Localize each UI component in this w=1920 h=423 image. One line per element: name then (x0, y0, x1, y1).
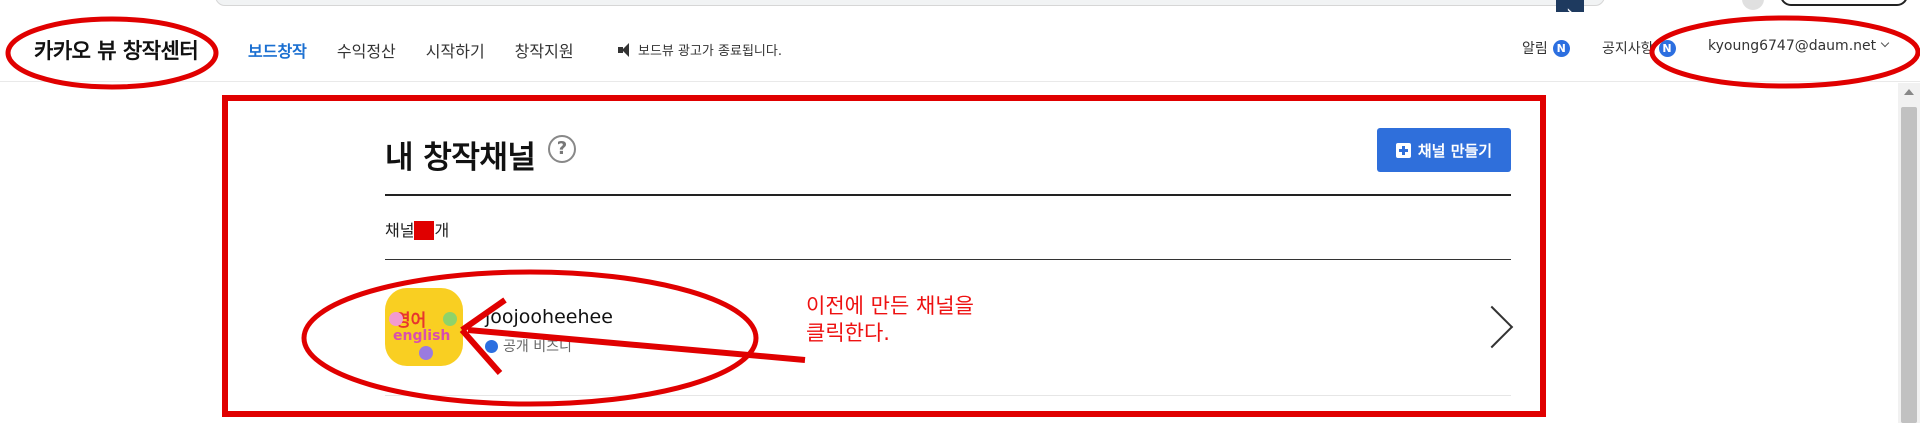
help-question-icon[interactable]: ? (548, 135, 576, 163)
notice-text: 보드뷰 광고가 종료됩니다. (638, 44, 782, 59)
character-icon (419, 346, 433, 360)
speaker-icon (618, 42, 632, 57)
scroll-up-arrow-icon[interactable] (1904, 89, 1914, 95)
thumbnail-text-bottom: english (393, 328, 451, 344)
plus-icon (1395, 142, 1411, 158)
top-navigation-bar: 카카오 뷰 창작센터 보드창작 수익정산 시작하기 창작지원 보드뷰 광고가 종… (0, 12, 1920, 82)
channel-name[interactable]: joojooheehee (485, 306, 613, 328)
channel-thumbnail[interactable]: 영어 english (385, 288, 463, 366)
channel-status: 공개 비즈니 (485, 336, 572, 356)
divider (385, 259, 1511, 260)
main-nav: 보드창작 수익정산 시작하기 창작지원 (248, 38, 574, 62)
divider (385, 194, 1511, 196)
channel-status-text: 공개 비즈니 (503, 339, 572, 355)
alerts-new-badge: N (1552, 39, 1570, 57)
chevron-down-icon (1880, 38, 1890, 48)
notices-label: 공지사항 (1602, 41, 1654, 57)
character-icon (389, 312, 403, 326)
channel-count-prefix: 채널 (385, 221, 415, 240)
annotation-line-2: 클릭한다. (806, 321, 890, 345)
page-scrollbar[interactable] (1898, 83, 1920, 423)
notice-banner[interactable]: 보드뷰 광고가 종료됩니다. (618, 40, 782, 59)
notices-new-badge: N (1658, 39, 1676, 57)
alerts-label: 알림 (1522, 41, 1548, 57)
scroll-thumb[interactable] (1901, 107, 1917, 423)
nav-item-revenue[interactable]: 수익정산 (336, 42, 396, 61)
channel-count-value: 1 (414, 221, 435, 240)
notices-link[interactable]: 공지사항 N (1602, 38, 1676, 58)
create-channel-label: 채널 만들기 (1417, 141, 1493, 160)
alerts-link[interactable]: 알림 N (1522, 38, 1570, 58)
account-email: kyoung6747@daum.net (1708, 38, 1877, 54)
page-title: 내 창작채널 (385, 140, 536, 176)
chevron-right-icon[interactable] (1470, 305, 1514, 349)
channel-count-suffix: 개 (434, 221, 450, 240)
create-channel-button[interactable]: 채널 만들기 (1377, 128, 1511, 172)
annotation-text: 이전에 만든 채널을 클릭한다. (806, 293, 974, 347)
account-menu[interactable]: kyoung6747@daum.net (1708, 38, 1890, 54)
nav-item-board-create[interactable]: 보드창작 (248, 42, 307, 61)
browser-profile-icon[interactable] (1742, 0, 1764, 10)
site-logo[interactable]: 카카오 뷰 창작센터 (34, 39, 199, 63)
annotation-line-1: 이전에 만든 채널을 (806, 294, 974, 318)
nav-item-getting-started[interactable]: 시작하기 (425, 42, 485, 61)
status-dot-icon (485, 339, 498, 353)
browser-chrome (0, 0, 1920, 12)
address-bar[interactable] (215, 0, 1605, 6)
nav-item-creator-support[interactable]: 창작지원 (514, 42, 574, 61)
character-icon (443, 312, 457, 326)
browser-account-pill[interactable] (1780, 0, 1908, 6)
